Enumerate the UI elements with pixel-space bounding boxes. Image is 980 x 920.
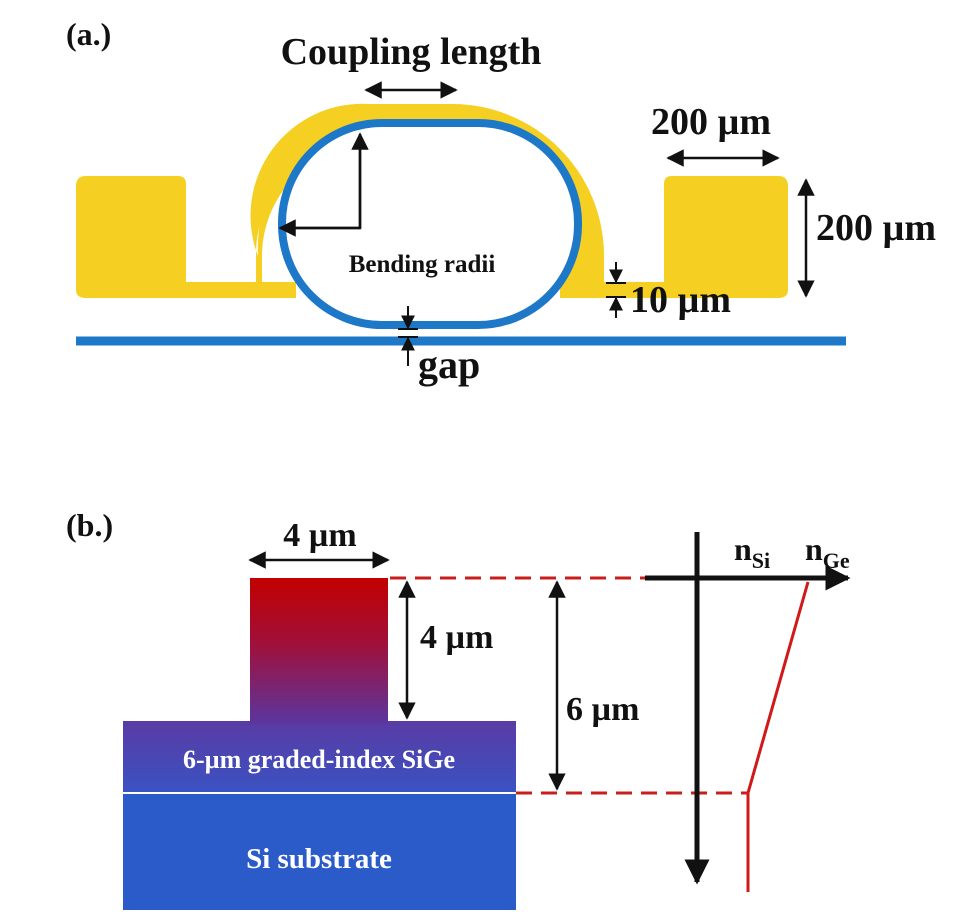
electrode-left [76,176,296,298]
total-height-label: 6 µm [566,691,639,728]
n-ge-label: nGe [805,531,850,573]
sige-layer [123,721,516,792]
panel-a: (a.) Coupling length Bending radii 200 µ… [66,16,936,387]
ridge [250,578,388,724]
sige-layer-label: 6-µm graded-index SiGe [183,745,455,774]
index-profile [746,581,810,892]
bending-radii-label: Bending radii [349,251,496,278]
panel-a-label: (a.) [66,16,111,52]
strip-width-label: 10 µm [630,279,731,321]
panel-b-label: (b.) [66,507,113,543]
coupling-length-label: Coupling length [281,31,542,73]
electrode-right [560,176,788,298]
gap-label: gap [418,342,480,387]
ring-waveguide [278,119,582,329]
si-substrate-label: Si substrate [246,843,392,875]
pad-height-label: 200 µm [816,207,936,249]
ridge-height-label: 4 µm [420,619,493,656]
si-substrate [123,794,516,910]
ridge-width-label: 4 µm [283,517,356,554]
panel-b: (b.) Si substrate 6-µm graded-index SiGe… [66,507,851,910]
pad-width-label: 200 µm [651,101,771,143]
n-si-label: nSi [734,531,770,573]
